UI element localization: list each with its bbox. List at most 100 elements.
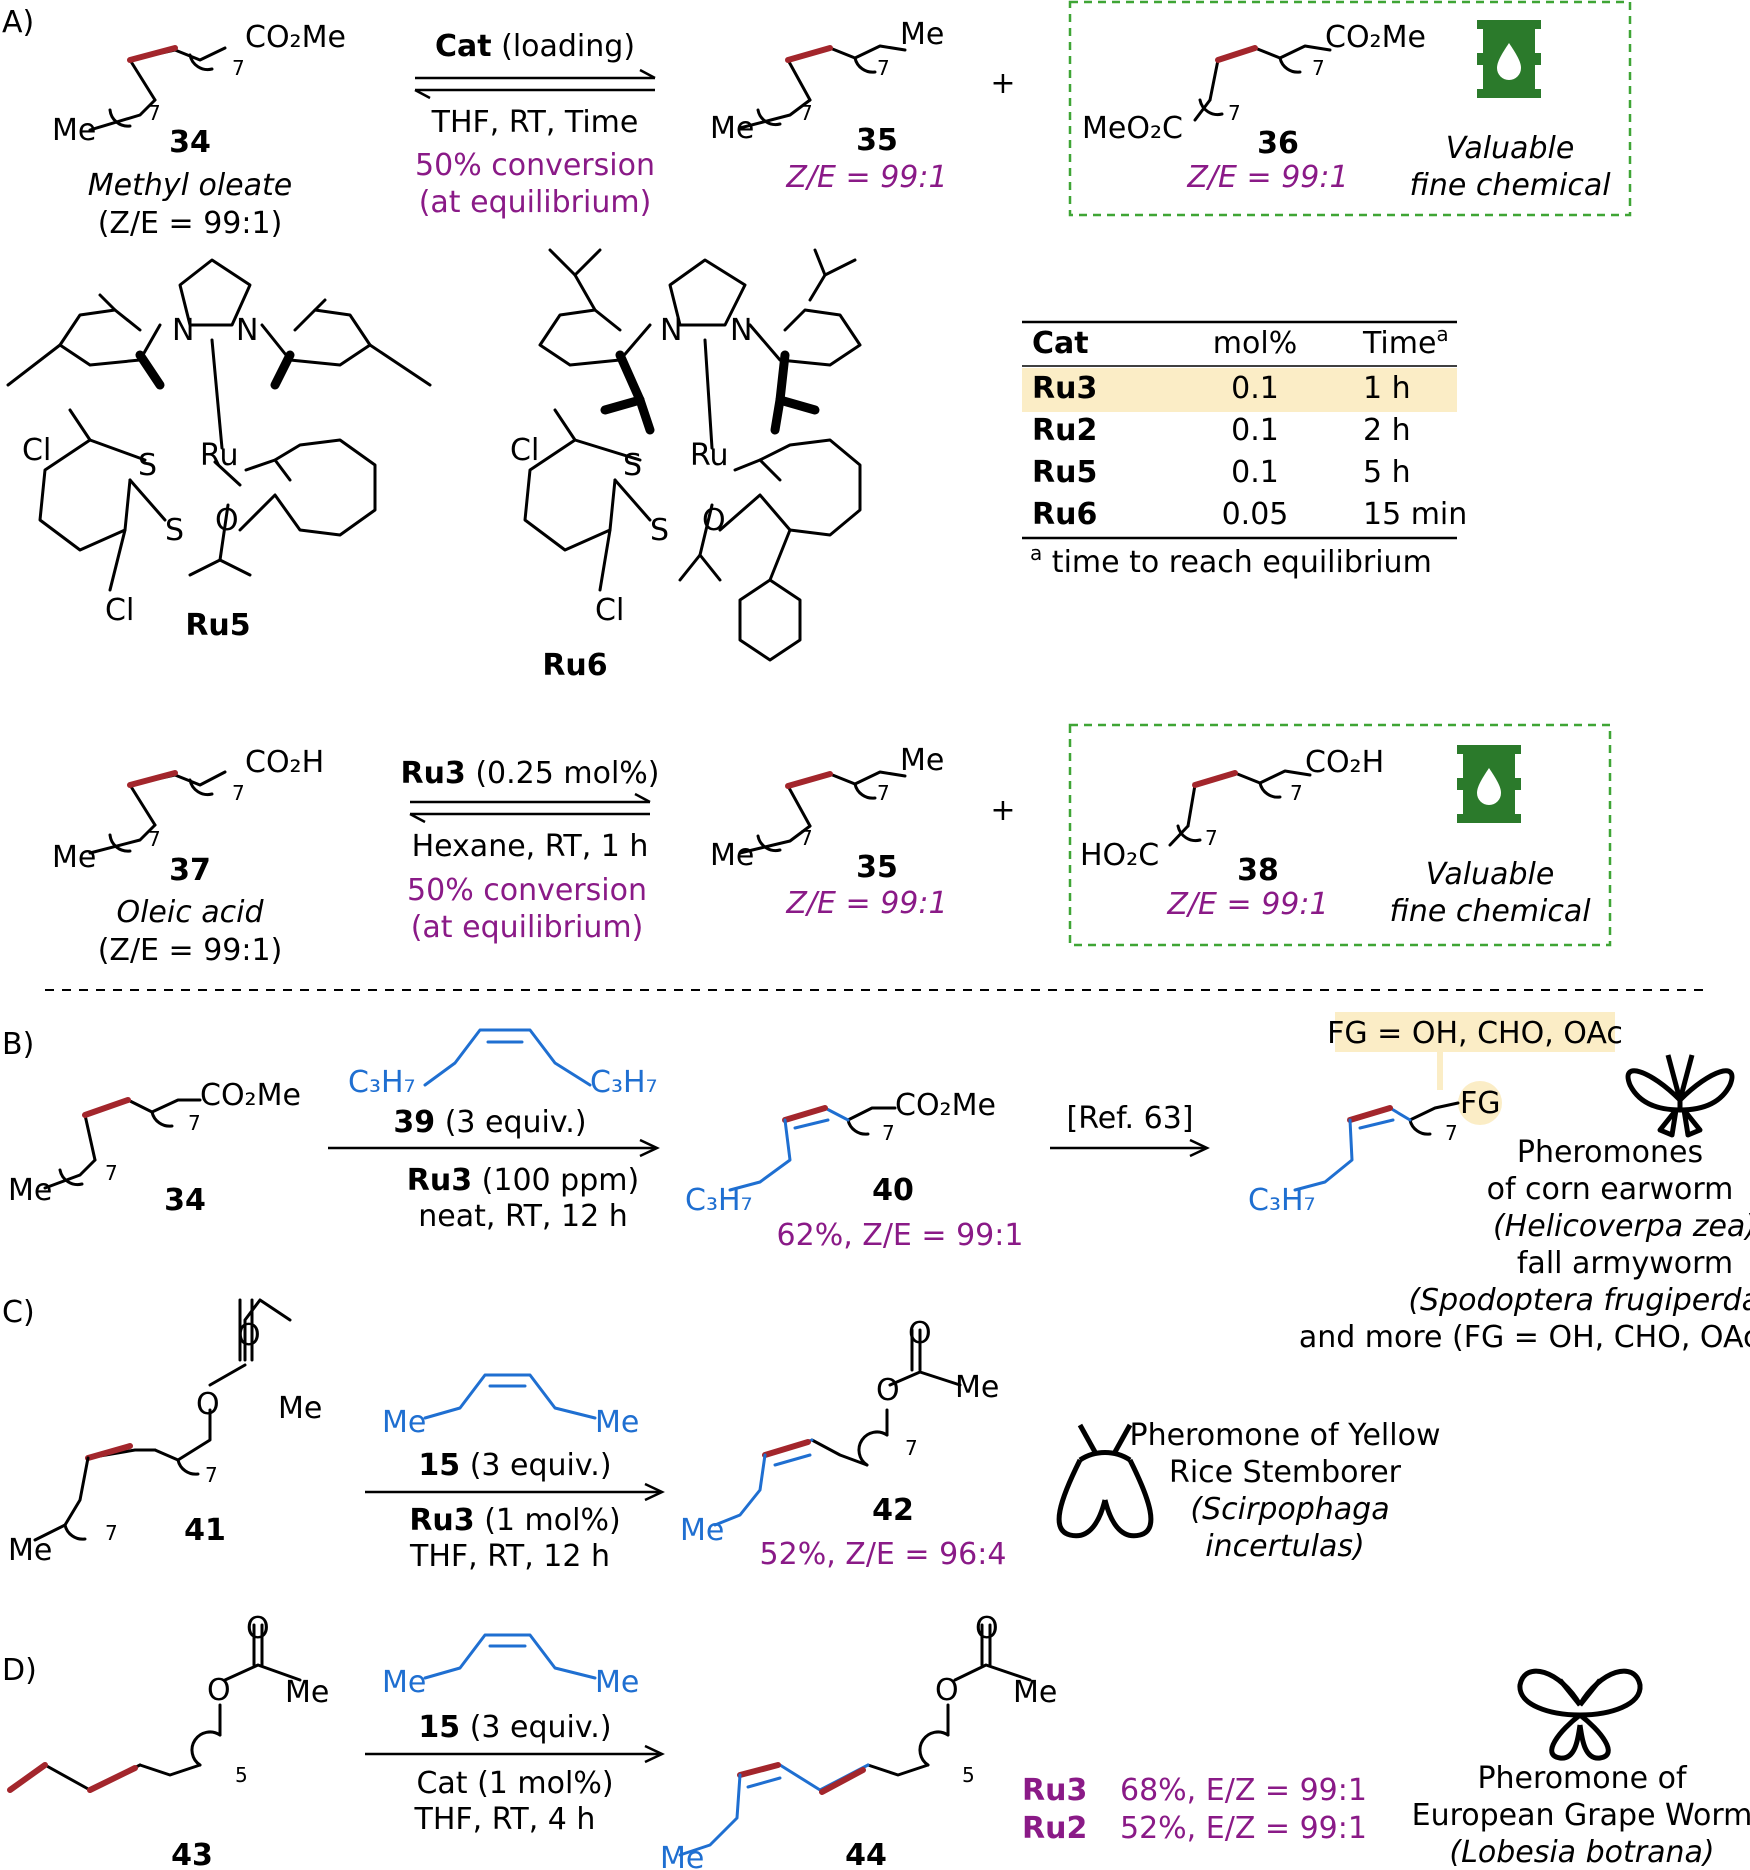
reagent-label: 15 (3 equiv.)	[418, 1710, 611, 1745]
subscript-7: 7	[232, 56, 245, 80]
reaction-conditions: THF, RT, 4 h	[414, 1802, 596, 1837]
me-label: Me	[8, 1173, 52, 1208]
conversion-text: 50% conversion	[415, 148, 655, 183]
reagent-label: 15 (3 equiv.)	[418, 1448, 611, 1483]
chlorine-label: Cl	[595, 593, 624, 628]
table-header-time: Timea	[1362, 322, 1449, 361]
oxygen-label: O	[935, 1673, 959, 1708]
compound-34-structure	[88, 45, 227, 132]
valuable-product-box	[1068, 723, 1612, 947]
catalyst-name-ru5: Ru5	[185, 608, 250, 643]
table-cell: 0.05	[1222, 497, 1289, 532]
subscript-7: 7	[1205, 826, 1218, 850]
nitrogen-label: N	[660, 313, 682, 348]
compound-43-structure	[7, 1623, 302, 1793]
equilibrium-arrow	[414, 68, 656, 100]
compound-number-44: 44	[845, 1838, 887, 1870]
pheromone-desc-line: (Helicoverpa zea)	[1493, 1209, 1750, 1244]
nitrogen-label: N	[730, 313, 752, 348]
subscript-5: 5	[962, 1763, 975, 1787]
yield-text: 52%, Z/E = 96:4	[760, 1537, 1007, 1572]
sulfur-label: S	[165, 513, 184, 548]
me-label: Me	[8, 1533, 52, 1568]
highlighted-row	[1022, 368, 1457, 412]
table-cell: 0.1	[1231, 371, 1279, 406]
table-header-cat: Cat	[1032, 326, 1089, 361]
oxygen-label: O	[702, 503, 726, 538]
sulfur-label: S	[138, 448, 157, 483]
pheromone-desc-line: (Scirpophaga	[1190, 1492, 1389, 1527]
ruthenium-label: Ru	[690, 438, 729, 473]
catalyst-ru6-structure	[523, 248, 862, 662]
compound-number-38: 38	[1237, 853, 1279, 888]
compound-number-43: 43	[171, 1838, 213, 1870]
compound-40-structure	[728, 1105, 897, 1192]
c3h7-label: C₃H₇	[1248, 1183, 1316, 1218]
table-header-mol: mol%	[1213, 326, 1297, 361]
ze-ratio: Z/E = 99:1	[1186, 160, 1348, 195]
subscript-5: 5	[235, 1763, 248, 1787]
butterfly-icon	[1517, 1668, 1643, 1761]
sulfur-label: S	[650, 513, 669, 548]
catalyst-ru5-structure	[6, 258, 432, 592]
table-footnote: a time to reach equilibrium	[1030, 541, 1432, 580]
compound-name-methyl-oleate: Methyl oleate	[88, 168, 293, 203]
c3h7-label: C₃H₇	[348, 1065, 416, 1100]
barrel-icon	[1477, 20, 1541, 98]
compound-name-oleic-acid: Oleic acid	[116, 895, 264, 930]
compound-number-42: 42	[872, 1493, 914, 1528]
subscript-7: 7	[188, 1111, 201, 1135]
pheromone-desc-line: (Lobesia botrana)	[1449, 1835, 1714, 1870]
result-value-ru3: 68%, E/Z = 99:1	[1120, 1773, 1367, 1808]
compound-35-structure	[738, 44, 907, 130]
sulfur-label: S	[623, 448, 642, 483]
reagent-39-structure	[423, 1028, 592, 1087]
table-cell: 15 min	[1363, 497, 1467, 532]
compound-number-34: 34	[169, 125, 211, 160]
reaction-conditions: THF, RT, Time	[431, 105, 639, 140]
co2me-label: CO₂Me	[200, 1078, 301, 1113]
nitrogen-label: N	[172, 313, 194, 348]
subscript-7: 7	[1445, 1121, 1458, 1145]
me-label: Me	[900, 743, 944, 778]
table-cell: Ru3	[1032, 371, 1097, 406]
subscript-7: 7	[877, 56, 890, 80]
reference-label: [Ref. 63]	[1067, 1101, 1194, 1136]
subscript-7: 7	[1228, 101, 1241, 125]
compound-44-structure	[678, 1623, 1032, 1857]
subscript-7: 7	[800, 826, 813, 850]
oxygen-label: O	[975, 1611, 999, 1646]
me-label: Me	[680, 1513, 724, 1548]
table-cell: 5 h	[1363, 455, 1411, 490]
me-label: Me	[710, 838, 754, 873]
co2h-label: CO₂H	[1305, 745, 1384, 780]
conversion-note: (at equilibrium)	[411, 910, 644, 945]
oxygen-label: O	[237, 1318, 261, 1353]
subscript-7: 7	[105, 1521, 118, 1545]
table-cell: Ru5	[1032, 455, 1097, 490]
me-label: Me	[285, 1675, 329, 1710]
catalyst-label: Cat (loading)	[435, 29, 635, 64]
pheromone-desc-line: Rice Stemborer	[1169, 1455, 1402, 1490]
pheromone-desc-line: Pheromone of	[1477, 1761, 1688, 1796]
ruthenium-label: Ru	[200, 438, 239, 473]
me-label: Me	[595, 1405, 639, 1440]
oxygen-label: O	[908, 1316, 932, 1351]
ze-ratio: Z/E = 99:1	[1166, 887, 1328, 922]
section-label-b: B)	[2, 1027, 34, 1062]
reaction-conditions: Hexane, RT, 1 h	[412, 829, 649, 864]
me-label: Me	[52, 113, 96, 148]
chlorine-label: Cl	[22, 433, 51, 468]
reaction-arrow	[1050, 1138, 1210, 1158]
compound-34-structure	[43, 1097, 202, 1190]
subscript-7: 7	[882, 1121, 895, 1145]
co2me-label: CO₂Me	[895, 1088, 996, 1123]
compound-number-35: 35	[856, 850, 898, 885]
subscript-7: 7	[148, 827, 161, 851]
chlorine-label: Cl	[105, 593, 134, 628]
pheromone-desc-line: and more (FG = OH, CHO, OAc)	[1299, 1320, 1750, 1355]
subscript-7: 7	[1312, 56, 1325, 80]
fg-highlight-box	[1335, 1012, 1615, 1052]
subscript-7: 7	[800, 101, 813, 125]
